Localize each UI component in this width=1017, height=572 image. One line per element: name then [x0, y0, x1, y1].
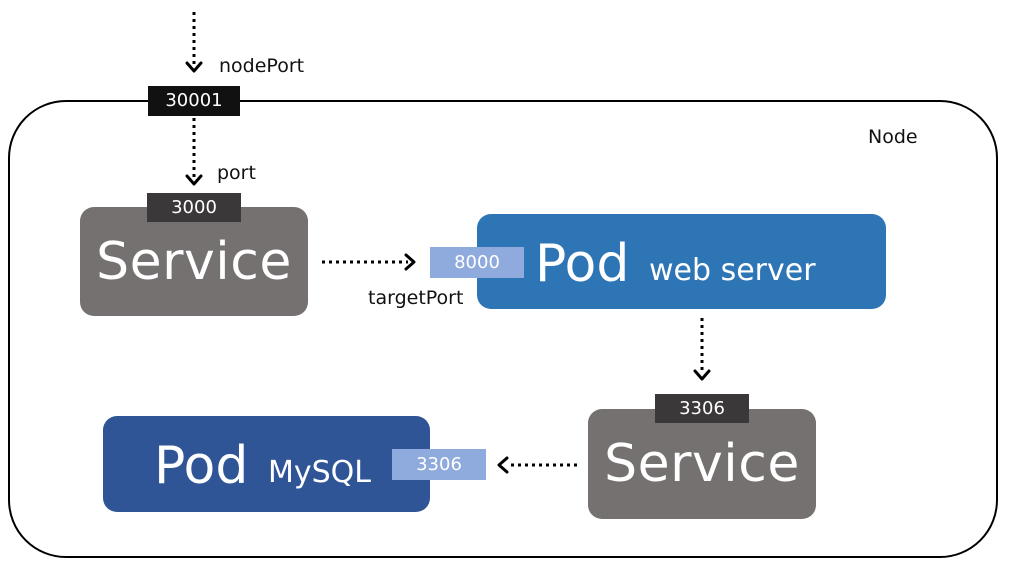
mysql-service-label: Service	[604, 434, 800, 494]
arrowhead-down-1	[185, 61, 203, 73]
mysql-pod-box: Pod MySQL	[103, 416, 430, 512]
nodeport-value-tag: 30001	[148, 86, 240, 116]
targetport-label: targetPort	[368, 287, 464, 309]
nodeport-label: nodePort	[219, 55, 305, 77]
web-pod-sublabel: web server	[649, 253, 816, 288]
mysql-pod-sublabel: MySQL	[268, 455, 372, 490]
mysql-service-port-tag: 3306	[655, 394, 749, 423]
web-server-pod-box: Pod web server	[477, 214, 886, 309]
mysql-service-box: Service	[588, 409, 816, 519]
service-port-tag: 3000	[147, 193, 241, 222]
web-service-label: Service	[96, 231, 292, 292]
mysql-target-port-tag: 3306	[392, 449, 486, 480]
web-target-port-tag: 8000	[430, 247, 524, 278]
node-label: Node	[868, 126, 918, 148]
web-pod-label: Pod	[535, 234, 630, 294]
mysql-pod-label: Pod	[154, 436, 249, 496]
port-label: port	[217, 162, 256, 184]
web-service-box: Service	[80, 207, 308, 316]
